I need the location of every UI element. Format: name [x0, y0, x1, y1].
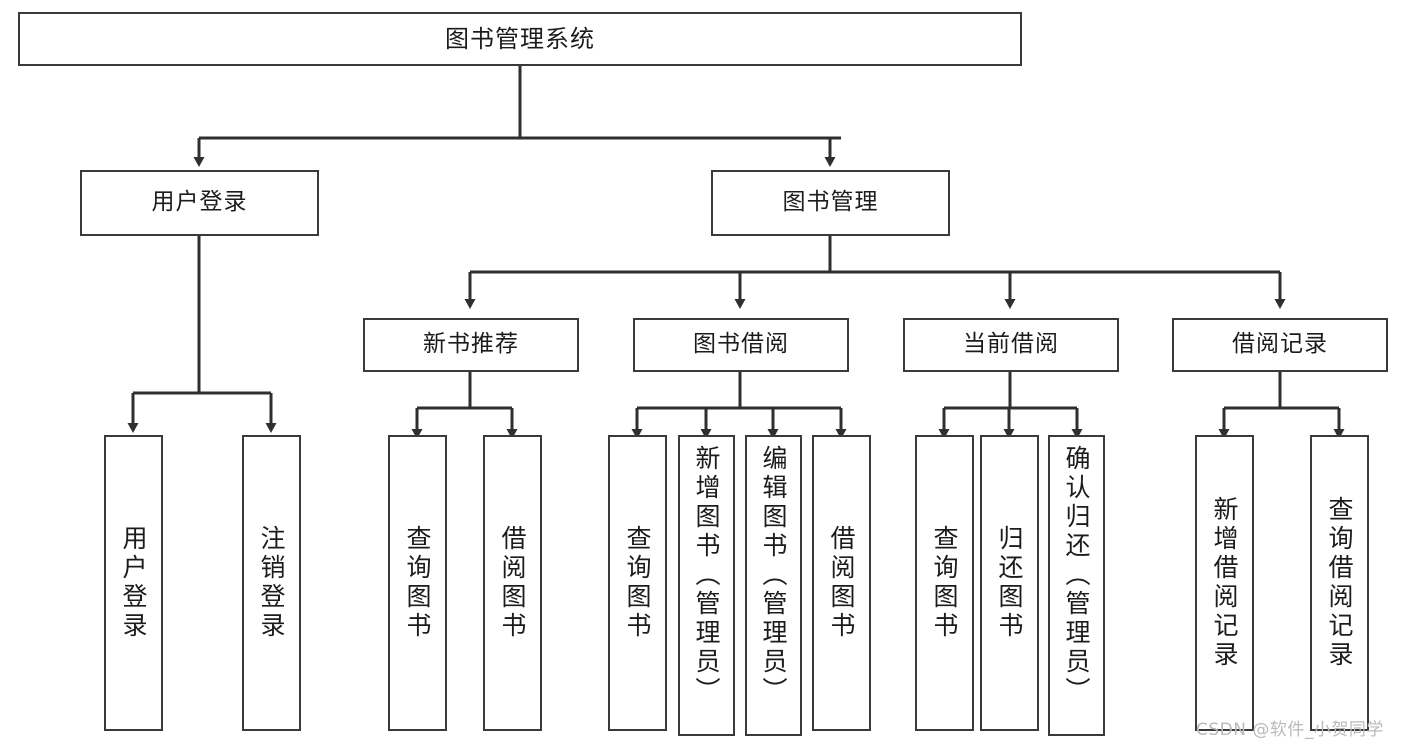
- node-user-login[interactable]: 用户登录: [80, 170, 319, 236]
- node-root-label: 图书管理系统: [445, 24, 595, 53]
- leaf-borrow-add-book-label: 新增图书（管理员）: [692, 445, 721, 706]
- leaf-user-login-login[interactable]: 用户登录: [104, 435, 163, 731]
- leaf-record-query-record-label: 查询借阅记录: [1325, 496, 1354, 670]
- leaf-record-add-record-label: 新增借阅记录: [1210, 496, 1239, 670]
- leaf-record-add-record[interactable]: 新增借阅记录: [1195, 435, 1254, 731]
- node-new-book-recommend[interactable]: 新书推荐: [363, 318, 579, 372]
- leaf-current-confirm-return-label: 确认归还（管理员）: [1062, 445, 1091, 706]
- leaf-new-book-borrow[interactable]: 借阅图书: [483, 435, 542, 731]
- node-borrow-record-label: 借阅记录: [1232, 331, 1328, 358]
- leaf-current-query-book[interactable]: 查询图书: [915, 435, 974, 731]
- leaf-borrow-borrow-book[interactable]: 借阅图书: [812, 435, 871, 731]
- node-book-management-label: 图书管理: [782, 189, 879, 216]
- leaf-current-return-book-label: 归还图书: [995, 525, 1024, 641]
- node-current-borrow[interactable]: 当前借阅: [903, 318, 1119, 372]
- leaf-new-book-query[interactable]: 查询图书: [388, 435, 447, 731]
- leaf-borrow-query-book[interactable]: 查询图书: [608, 435, 667, 731]
- leaf-borrow-edit-book[interactable]: 编辑图书（管理员）: [745, 435, 802, 736]
- leaf-borrow-edit-book-label: 编辑图书（管理员）: [759, 445, 788, 706]
- leaf-user-login-login-label: 用户登录: [119, 525, 148, 641]
- leaf-current-return-book[interactable]: 归还图书: [980, 435, 1039, 731]
- leaf-new-book-borrow-label: 借阅图书: [498, 525, 527, 641]
- node-root[interactable]: 图书管理系统: [18, 12, 1022, 66]
- node-book-borrow[interactable]: 图书借阅: [633, 318, 849, 372]
- node-borrow-record[interactable]: 借阅记录: [1172, 318, 1388, 372]
- csdn-watermark: CSDN @软件_小贺同学: [1196, 720, 1384, 740]
- leaf-current-confirm-return[interactable]: 确认归还（管理员）: [1048, 435, 1105, 736]
- leaf-current-query-book-label: 查询图书: [930, 525, 959, 641]
- node-book-borrow-label: 图书借阅: [693, 331, 789, 358]
- leaf-record-query-record[interactable]: 查询借阅记录: [1310, 435, 1369, 731]
- leaf-user-login-logout-label: 注销登录: [257, 525, 286, 641]
- leaf-borrow-add-book[interactable]: 新增图书（管理员）: [678, 435, 735, 736]
- leaf-borrow-borrow-book-label: 借阅图书: [827, 525, 856, 641]
- node-book-management[interactable]: 图书管理: [711, 170, 950, 236]
- leaf-user-login-logout[interactable]: 注销登录: [242, 435, 301, 731]
- node-new-book-recommend-label: 新书推荐: [423, 331, 519, 358]
- node-current-borrow-label: 当前借阅: [963, 331, 1059, 358]
- node-user-login-label: 用户登录: [151, 189, 248, 216]
- leaf-borrow-query-book-label: 查询图书: [623, 525, 652, 641]
- leaf-new-book-query-label: 查询图书: [403, 525, 432, 641]
